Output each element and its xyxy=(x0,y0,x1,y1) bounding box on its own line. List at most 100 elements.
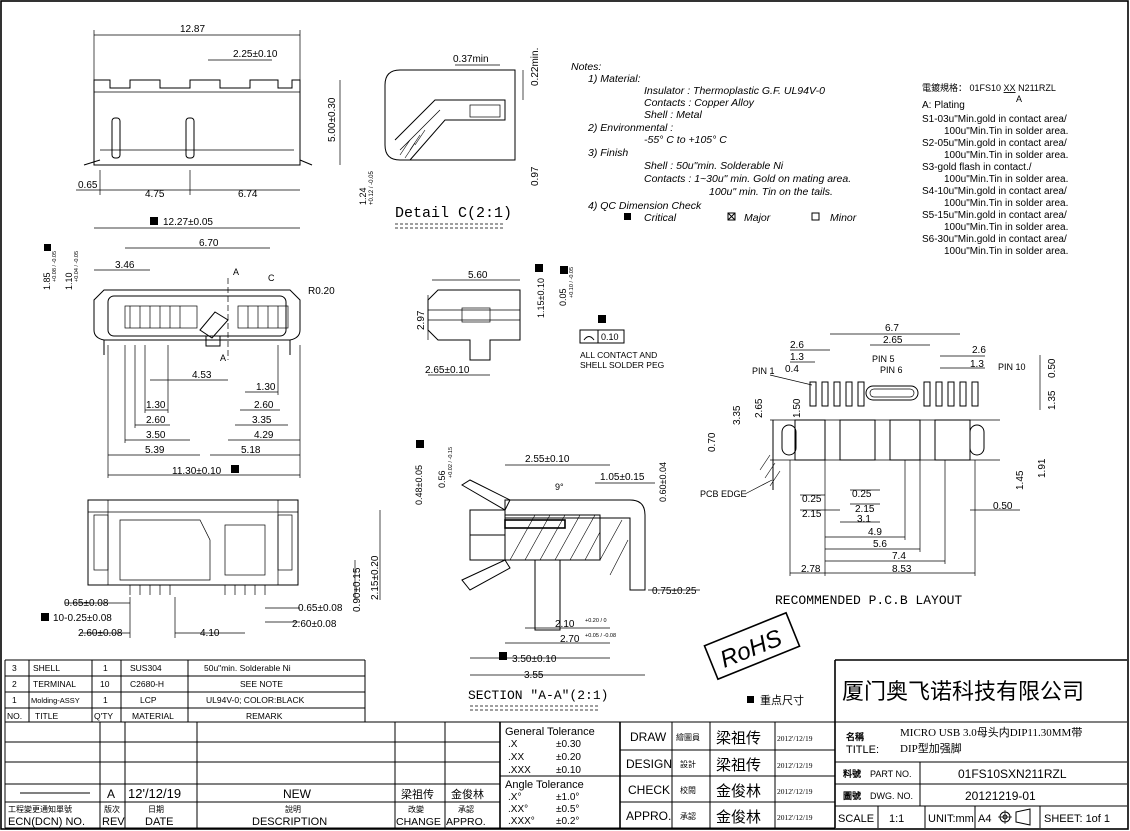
note-line: 2) Environmental : xyxy=(587,122,673,134)
bom-cell: SHELL xyxy=(33,663,60,673)
pcb-pad-row xyxy=(809,381,979,407)
dim-0-65-right: 0.65±0.08 xyxy=(298,603,343,614)
dim-1-05: 1.05±0.15 xyxy=(600,472,645,483)
plating-block: 電鍍規格： 01FS10 XX N211RZL A A: Plating S1-… xyxy=(922,82,1068,257)
revision-header-cn: 版次 xyxy=(104,804,120,814)
bom-cell: LCP xyxy=(140,695,157,705)
part-no-label-cn: 料號 xyxy=(843,768,861,779)
dim-0-05: 0.05 xyxy=(558,288,568,306)
dim-3-35: 3.35 xyxy=(732,405,743,425)
dim-1-30: 1.30 xyxy=(146,400,166,411)
dim-0-70: 0.70 xyxy=(707,432,718,452)
key-dimension-label: 重点尺寸 xyxy=(760,693,804,707)
key-dimension-symbol xyxy=(747,696,754,703)
dim-5-00: 5.00±0.30 xyxy=(327,97,338,142)
angle-tolerance-title: Angle Tolerance xyxy=(505,779,584,791)
signoff-signature: 梁祖传 xyxy=(716,757,761,774)
major-symbol xyxy=(727,212,736,221)
signoff-role: CHECK xyxy=(628,783,670,797)
minor-symbol xyxy=(811,212,820,221)
note-line: 4) QC Dimension Check xyxy=(588,200,702,212)
dim-2-15: 2.15±0.20 xyxy=(370,555,381,600)
note-line: -55° C to +105° C xyxy=(644,134,727,146)
plating-line: 100u"Min.Tin in solder area. xyxy=(944,222,1068,233)
signoff-role: DESIGN xyxy=(626,757,672,771)
bom-cell: TERMINAL xyxy=(33,679,76,689)
pcb-body-outline xyxy=(794,419,971,461)
dim-0-05-tolerance: +0.10 / -0.05 xyxy=(569,267,575,298)
drawing-title-line-2: DIP型加强脚 xyxy=(900,741,962,755)
note-line: Shell : 50u"min. Solderable Ni xyxy=(644,160,784,172)
dim-2-60: 2.60 xyxy=(254,400,274,411)
tolerance-key: .X° xyxy=(508,792,521,803)
revision-header-en: REV xyxy=(102,816,125,828)
dim-3-55: 3.55 xyxy=(524,670,544,681)
note-line: 100u" min. Tin on the tails. xyxy=(709,186,833,198)
pcb-layout-view: 6.7 2.65 2.6 2.6 1.3 1.3 0.4 PIN 1 PIN 5… xyxy=(700,323,1058,608)
signoff-role-cn: 繪圖員 xyxy=(676,732,700,742)
dim-5-6: 5.6 xyxy=(873,539,887,550)
plating-line: 100u"Min.Tin in solder area. xyxy=(944,126,1068,137)
dim-2-97: 2.97 xyxy=(416,310,427,330)
company-name: 厦门奥飞诺科技有限公司 xyxy=(842,679,1084,704)
tolerance-value: ±0.20 xyxy=(556,752,581,763)
revision-header-en: ECN(DCN) NO. xyxy=(8,816,85,828)
dim-0-56: 0.56 xyxy=(437,470,447,488)
dim-2-25: 2.25±0.10 xyxy=(233,49,278,60)
angle-9-deg: 9° xyxy=(555,482,564,492)
tolerance-value: ±0.30 xyxy=(556,739,581,750)
dim-7-4: 7.4 xyxy=(892,551,906,562)
revision-header-cn: 承認 xyxy=(458,804,474,814)
dim-11-30: 11.30±0.10 xyxy=(172,466,222,477)
dim-1-10: 1.10 xyxy=(64,272,74,290)
title-label-cn: 名稱 xyxy=(846,731,864,742)
dim-2-6-left: 2.6 xyxy=(790,340,804,351)
signoff-signature: 梁祖传 xyxy=(716,730,761,747)
plating-code: 電鍍規格： 01FS10 XX N211RZL xyxy=(922,82,1056,93)
dim-1-3-left: 1.3 xyxy=(790,352,804,363)
dim-1-45: 1.45 xyxy=(1015,470,1026,490)
dim-4-53: 4.53 xyxy=(192,370,212,381)
dim-0-50-right: 0.50 xyxy=(993,501,1013,512)
front-view: 12.27±0.05 6.70 3.46 1.85 +0.08 / -0.05 … xyxy=(42,217,335,478)
pcb-peg-hole-right xyxy=(969,424,985,456)
plating-line: 100u"Min.Tin in solder area. xyxy=(944,174,1068,185)
dim-0-22min: 0.22min. xyxy=(530,48,541,86)
tolerance-key: .XX° xyxy=(508,804,528,815)
revision-approved-by: 金俊林 xyxy=(451,787,484,801)
bom-cell: 10 xyxy=(100,679,110,689)
bom-header: Q'TY xyxy=(94,711,113,721)
plating-line: S1-03u"Min.gold in contact area/ xyxy=(922,114,1067,125)
pin-1-label: PIN 1 xyxy=(752,366,775,376)
bom-cell: 1 xyxy=(103,663,108,673)
projection-symbol-icon xyxy=(998,808,1031,826)
plating-line: 100u"Min.Tin in solder area. xyxy=(944,246,1068,257)
dim-6-7: 6.7 xyxy=(885,323,899,334)
revision-description: NEW xyxy=(283,787,312,801)
dim-0-65-left: 0.65±0.08 xyxy=(64,598,109,609)
note-line: Insulator : Thermoplastic G.F. UL94V-0 xyxy=(644,85,825,97)
dim-2-15-right: 2.15 xyxy=(855,504,875,515)
bom-cell: Molding-ASSY xyxy=(31,696,80,705)
dim-2-70-tolerance: +0.05 / -0.08 xyxy=(585,633,616,639)
signoff-block: DRAW 繪圖員 梁祖传 2012'/12/19 DESIGN 設計 梁祖传 2… xyxy=(620,660,836,829)
dim-1-30: 1.30 xyxy=(256,382,276,393)
dim-1-3-right: 1.3 xyxy=(970,359,984,370)
tolerance-value: ±1.0° xyxy=(556,792,579,803)
dim-1-10-tolerance: +0.04 / -0.05 xyxy=(74,251,80,282)
dim-2-10: 2.10 xyxy=(555,619,575,630)
notes-block: Notes: 1) Material: Insulator : Thermopl… xyxy=(571,61,857,224)
dim-1-85: 1.85 xyxy=(42,272,52,290)
bom-cell: 50u"min. Solderable Ni xyxy=(204,663,291,673)
plating-code-a: A xyxy=(1016,94,1022,104)
dim-6-70: 6.70 xyxy=(199,238,219,249)
tolerance-value: ±0.2° xyxy=(556,816,579,827)
dim-0-25-left: 0.25 xyxy=(802,494,822,505)
dim-2-55: 2.55±0.10 xyxy=(525,454,570,465)
section-label: SECTION "A-A"(2:1) xyxy=(468,688,608,703)
sheet-size: A4 xyxy=(978,813,991,825)
dim-0-60: 0.60±0.04 xyxy=(658,462,668,502)
dim-3-35: 3.35 xyxy=(252,415,272,426)
dim-1-50: 1.50 xyxy=(792,398,803,418)
